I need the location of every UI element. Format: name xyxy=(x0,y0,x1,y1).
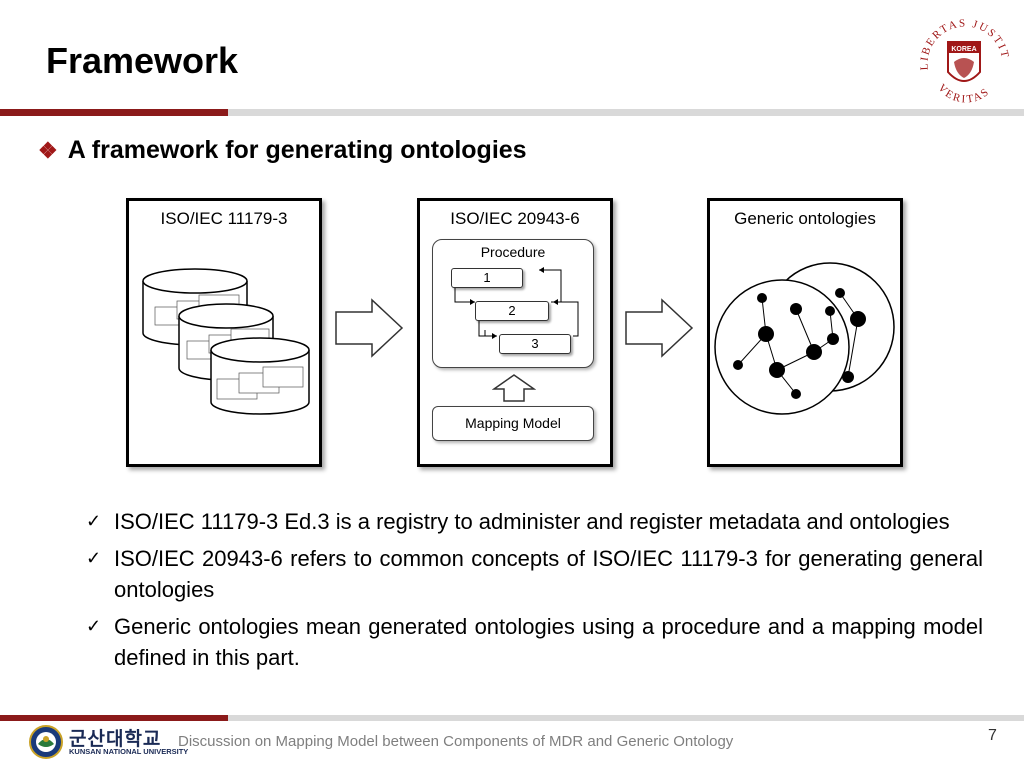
university-name-english: KUNSAN NATIONAL UNIVERSITY xyxy=(69,747,189,756)
bullet-text: ISO/IEC 11179-3 Ed.3 is a registry to ad… xyxy=(114,509,950,534)
bullet-text: ISO/IEC 20943-6 refers to common concept… xyxy=(114,546,983,602)
right-arrow-icon xyxy=(335,298,404,358)
kunsan-university-logo: 군산대학교 KUNSAN NATIONAL UNIVERSITY xyxy=(28,724,188,760)
bullet-text: Generic ontologies mean generated ontolo… xyxy=(114,614,983,670)
university-name-korean: 군산대학교 xyxy=(69,729,162,750)
page-number: 7 xyxy=(988,727,997,744)
footer-divider-accent xyxy=(0,715,228,721)
iso-11179-label: ISO/IEC 11179-3 xyxy=(160,209,288,228)
up-arrow-icon xyxy=(492,374,536,402)
checkmark-icon: ✓ xyxy=(86,616,102,636)
framework-diagram: ISO/IEC 11179-3 xyxy=(110,190,920,480)
generic-ontologies-box: Generic ontologies xyxy=(707,198,903,467)
right-arrow-icon xyxy=(625,298,694,358)
university-emblem-icon xyxy=(29,725,63,759)
iso-20943-label: ISO/IEC 20943-6 xyxy=(450,209,580,228)
list-item: ✓ ISO/IEC 11179-3 Ed.3 is a registry to … xyxy=(86,506,983,537)
database-stack-icon xyxy=(142,268,310,415)
korea-university-logo: LIBERTAS JUSTITIA VERITAS KOREA xyxy=(911,9,1012,108)
database-icon xyxy=(210,337,310,415)
iso-20943-box: ISO/IEC 20943-6 Procedure 1 2 3 Mapping … xyxy=(417,198,613,467)
checkmark-icon: ✓ xyxy=(86,548,102,568)
mapping-model-label: Mapping Model xyxy=(465,415,561,431)
svg-text:KOREA: KOREA xyxy=(951,46,976,53)
mapping-model-panel: Mapping Model xyxy=(432,406,594,441)
header-divider xyxy=(0,109,1024,116)
list-item: ✓ ISO/IEC 20943-6 refers to common conce… xyxy=(86,543,983,605)
list-item: ✓ Generic ontologies mean generated onto… xyxy=(86,611,983,673)
ontology-graph-icon xyxy=(714,262,895,415)
checkmark-icon: ✓ xyxy=(86,511,102,531)
header-divider-accent xyxy=(0,109,228,116)
procedure-step-3: 3 xyxy=(499,334,571,354)
footer-title: Discussion on Mapping Model between Comp… xyxy=(178,733,734,750)
footer-divider xyxy=(0,715,1024,721)
generic-ontologies-label: Generic ontologies xyxy=(734,209,876,228)
procedure-step-1: 1 xyxy=(451,268,523,288)
svg-text:VERITAS: VERITAS xyxy=(935,82,992,106)
procedure-step-2: 2 xyxy=(475,301,549,321)
iso-11179-box: ISO/IEC 11179-3 xyxy=(126,198,322,467)
section-heading: ❖ A framework for generating ontologies xyxy=(38,136,527,165)
procedure-flow-arrows xyxy=(454,267,579,339)
diamond-bullet-icon: ❖ xyxy=(38,138,58,163)
slide-title: Framework xyxy=(46,40,239,81)
bullet-list: ✓ ISO/IEC 11179-3 Ed.3 is a registry to … xyxy=(86,506,983,679)
procedure-panel: Procedure 1 2 3 xyxy=(432,239,594,368)
section-heading-text: A framework for generating ontologies xyxy=(67,136,527,164)
procedure-label: Procedure xyxy=(480,244,546,260)
